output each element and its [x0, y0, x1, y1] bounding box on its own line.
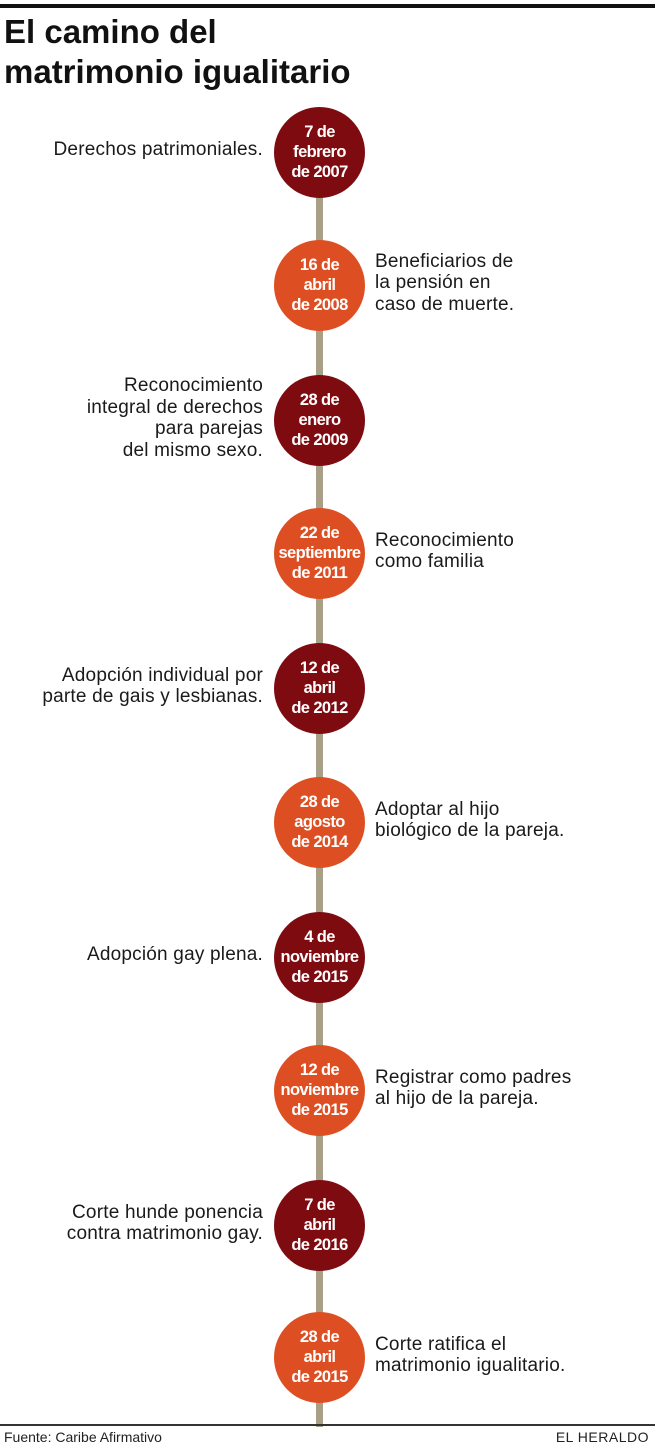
date-label-line: 28 de	[299, 793, 340, 811]
date-label-line: de 2008	[291, 296, 348, 314]
title-line-1: El camino del	[4, 13, 217, 50]
description-line: Reconocimiento	[375, 529, 515, 551]
date-marker: 7 de febrero de 2007	[274, 106, 365, 198]
date-label-line: de 2007	[291, 163, 348, 181]
date-label-line: de 2016	[291, 1236, 348, 1254]
date-label-line: 7 de	[304, 1196, 335, 1214]
date-label-line: de 2012	[291, 699, 348, 717]
description-line: Corte ratifica el	[375, 1333, 507, 1355]
description-line: la pensión en	[375, 272, 491, 294]
description-line: al hijo de la pareja.	[375, 1088, 539, 1109]
date-label-line: 28 de	[299, 391, 340, 409]
top-rule	[0, 4, 655, 8]
date-label-line: de 2014	[291, 833, 348, 851]
date-label-line: de 2011	[291, 564, 348, 582]
description-line: Beneficiarios de	[375, 250, 514, 272]
date-label-line: 12 de	[299, 659, 340, 677]
date-label-line: 28 de	[299, 1328, 340, 1346]
description-line: Registrar como padres	[375, 1066, 572, 1088]
description-line: Derechos patrimoniales.	[53, 139, 263, 161]
event-description: Adopción gay plena.	[87, 944, 263, 966]
date-label-line: noviembre	[280, 948, 359, 966]
date-marker: 16 de abril de 2008	[274, 239, 365, 331]
description-line: para parejas	[154, 418, 263, 439]
date-label-line: 12 de	[299, 1061, 340, 1079]
date-label-line: febrero	[293, 143, 346, 161]
date-marker: 7 de abril de 2016	[274, 1179, 365, 1271]
date-marker: 12 de noviembre de 2015	[274, 1044, 365, 1136]
date-label-line: abril	[303, 1216, 336, 1234]
date-label-line: de 2009	[291, 431, 348, 449]
description-line: Reconocimiento	[123, 375, 263, 396]
event-description: Derechos patrimoniales.	[54, 139, 263, 161]
description-line: contra matrimonio gay.	[66, 1223, 263, 1244]
publisher-credit: EL HERALDO	[555, 1429, 649, 1445]
date-marker: 4 de noviembre de 2015	[274, 911, 365, 1003]
date-label-line: septiembre	[278, 544, 361, 562]
description-line: Adoptar al hijo	[375, 798, 500, 820]
date-label-line: 22 de	[299, 524, 340, 542]
bottom-rule	[0, 1424, 655, 1426]
date-label-line: abril	[303, 1348, 336, 1366]
date-label-line: abril	[303, 679, 336, 697]
description-line: caso de muerte.	[375, 293, 515, 315]
date-marker: 12 de abril de 2012	[274, 642, 365, 734]
description-line: integral de derechos	[86, 396, 263, 418]
description-line: Corte hunde ponencia	[72, 1201, 263, 1223]
description-line: parte de gais y lesbianas.	[42, 686, 263, 707]
description-line: como familia	[375, 551, 485, 572]
date-marker: 22 de septiembre de 2011	[274, 507, 365, 599]
description-line: biológico de la pareja.	[375, 820, 565, 841]
description-line: Adopción individual por	[61, 664, 263, 686]
date-label-line: de 2015	[291, 1101, 348, 1119]
date-label-line: de 2015	[291, 968, 348, 986]
description-line: matrimonio igualitario.	[375, 1355, 566, 1376]
date-label-line: agosto	[294, 813, 345, 831]
description-line: Adopción gay plena.	[87, 944, 263, 966]
date-label-line: abril	[303, 276, 336, 294]
date-marker: 28 de abril de 2015	[274, 1311, 365, 1403]
title-line-2: matrimonio igualitario	[4, 53, 351, 90]
date-label-line: enero	[298, 411, 342, 429]
date-label-line: 4 de	[304, 928, 335, 946]
date-label-line: noviembre	[280, 1081, 359, 1099]
page-title: El camino del matrimonio igualitario	[4, 12, 644, 92]
date-marker: 28 de enero de 2009	[274, 374, 365, 466]
date-label-line: 16 de	[299, 256, 340, 274]
date-label-line: 7 de	[304, 123, 335, 141]
description-line: del mismo sexo.	[122, 439, 263, 461]
date-marker: 28 de agosto de 2014	[274, 776, 365, 868]
date-label-line: de 2015	[291, 1368, 348, 1386]
source-note: Fuente: Caribe Afirmativo	[4, 1429, 162, 1445]
